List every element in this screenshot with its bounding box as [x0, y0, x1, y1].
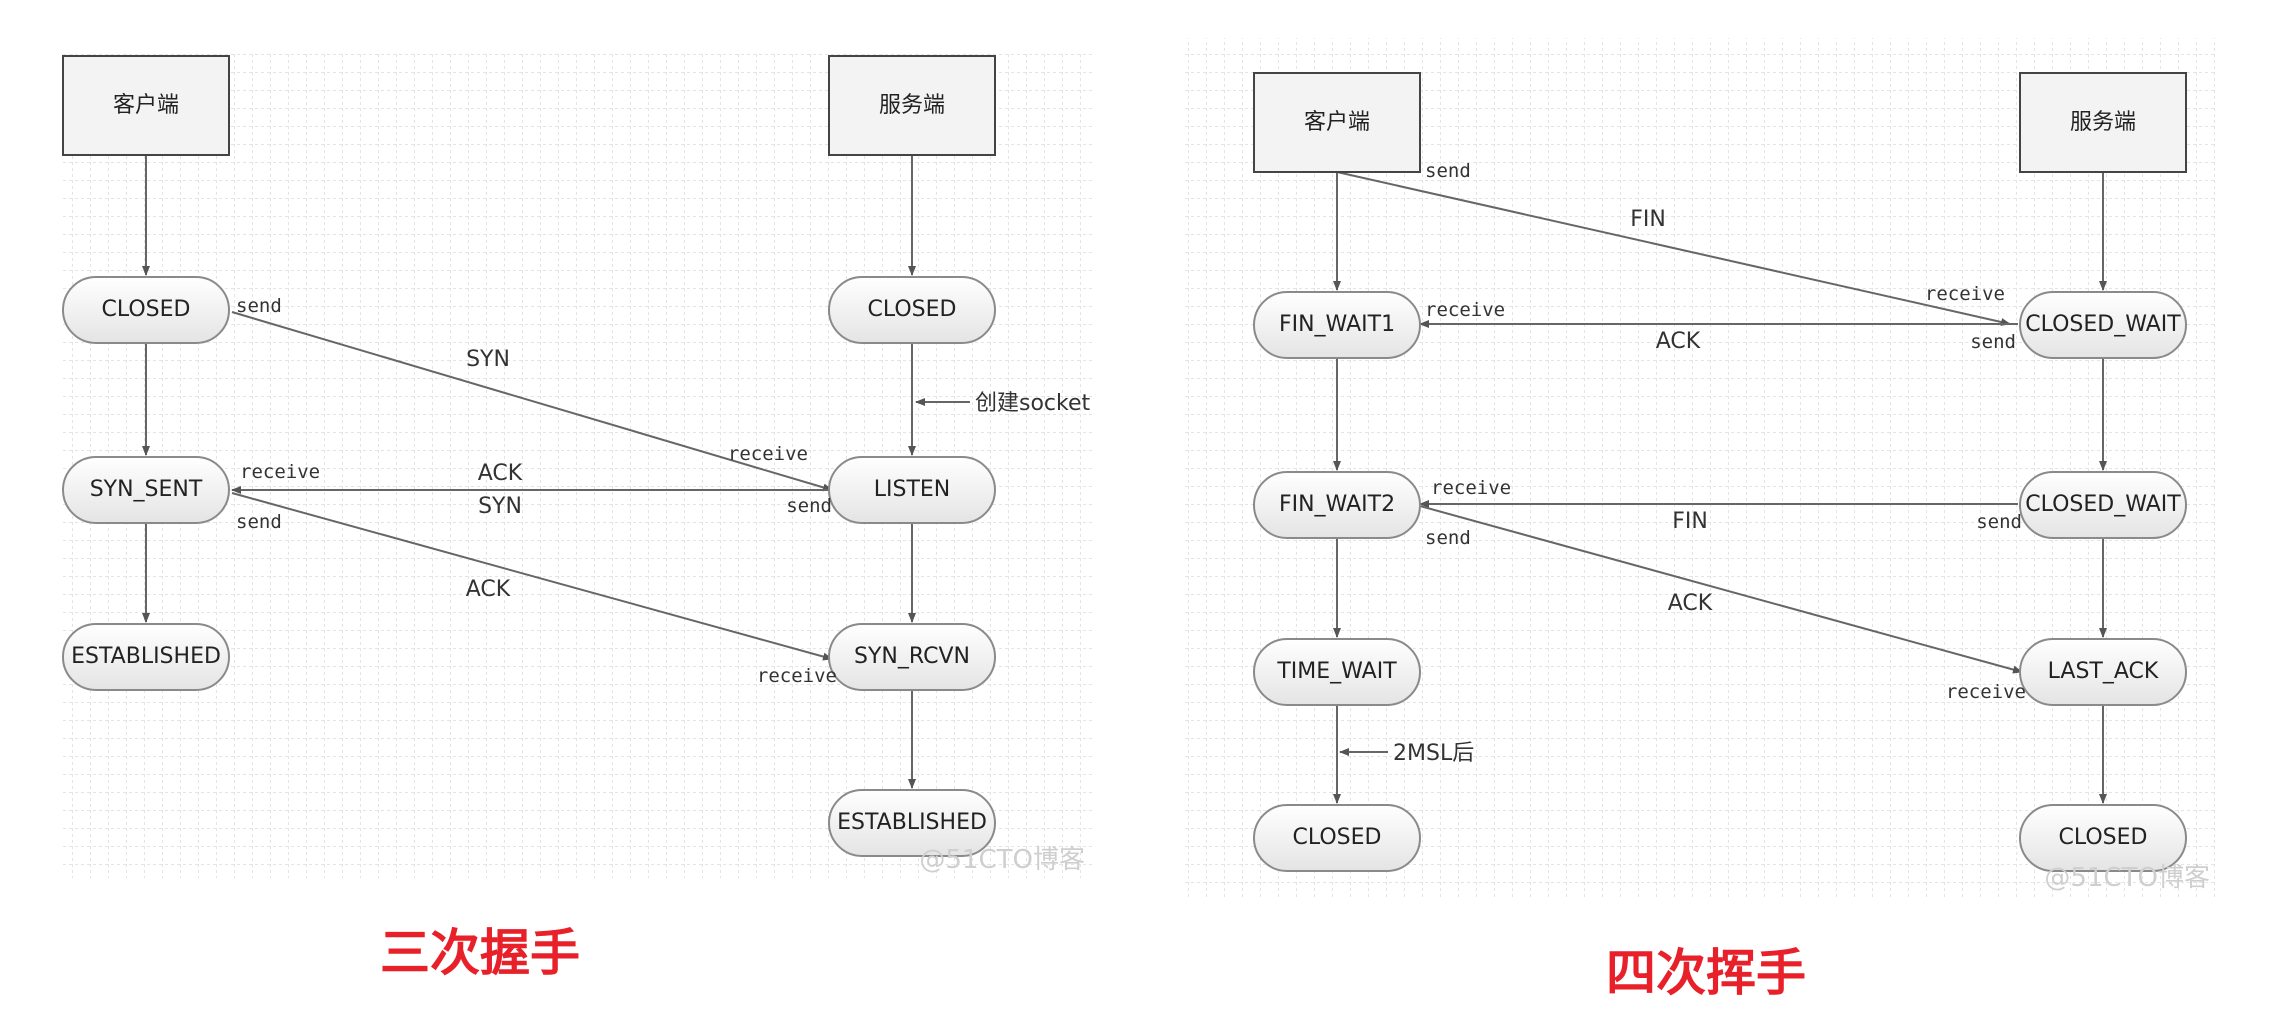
- receive-note: receive: [757, 665, 837, 687]
- state-label: LISTEN: [874, 477, 951, 502]
- state-label: TIME_WAIT: [1276, 659, 1397, 684]
- send-note: send: [236, 511, 282, 533]
- client-header-box: 客户端: [1253, 72, 1421, 173]
- message-label-fin: FIN: [1630, 207, 1666, 232]
- server-state-last-ack: LAST_ACK: [2019, 638, 2187, 706]
- client-title: 客户端: [113, 93, 179, 118]
- receive-note: receive: [240, 461, 320, 483]
- client-state-fin-wait2: FIN_WAIT2: [1253, 471, 1421, 539]
- state-label: FIN_WAIT1: [1279, 312, 1395, 337]
- client-state-fin-wait1: FIN_WAIT1: [1253, 291, 1421, 359]
- message-label-syn: SYN: [478, 494, 522, 519]
- server-header-box: 服务端: [828, 55, 996, 156]
- state-label: LAST_ACK: [2048, 659, 2159, 684]
- server-state-closed: CLOSED: [2019, 804, 2187, 872]
- client-state-closed: CLOSED: [62, 276, 230, 344]
- server-state-closed: CLOSED: [828, 276, 996, 344]
- message-label-ack: ACK: [478, 461, 523, 486]
- state-label: CLOSED: [2059, 825, 2148, 850]
- message-label-fin: FIN: [1672, 509, 1708, 534]
- state-label: CLOSED_WAIT: [2025, 492, 2181, 517]
- message-label-ack: ACK: [1668, 591, 1713, 616]
- receive-note: receive: [1425, 299, 1505, 321]
- client-title: 客户端: [1304, 110, 1370, 135]
- send-note: send: [1425, 160, 1471, 182]
- client-state-closed: CLOSED: [1253, 804, 1421, 872]
- state-label: ESTABLISHED: [71, 644, 221, 669]
- create-socket-note: 创建socket: [975, 391, 1091, 416]
- message-label-syn: SYN: [466, 347, 510, 372]
- 2msl-note: 2MSL后: [1393, 741, 1474, 766]
- state-label: CLOSED: [102, 297, 191, 322]
- caption-four-way-wave: 四次挥手: [1606, 944, 1806, 1002]
- ack-message-arrow: [1419, 505, 2023, 674]
- client-state-syn-sent: SYN_SENT: [62, 456, 230, 524]
- state-label: ESTABLISHED: [837, 810, 987, 835]
- server-title: 服务端: [879, 93, 945, 118]
- server-state-listen: LISTEN: [828, 456, 996, 524]
- send-note: send: [1976, 511, 2022, 533]
- send-note: send: [236, 295, 282, 317]
- state-label: CLOSED: [1293, 825, 1382, 850]
- receive-note: receive: [1946, 681, 2026, 703]
- server-header-box: 服务端: [2019, 72, 2187, 173]
- message-label-ack: ACK: [1656, 329, 1701, 354]
- ack-message-arrow: [231, 492, 833, 661]
- watermark: @51CTO博客: [2044, 863, 2210, 893]
- send-note: send: [786, 495, 832, 517]
- state-label: FIN_WAIT2: [1279, 492, 1395, 517]
- caption-three-way-handshake: 三次握手: [380, 924, 580, 982]
- client-state-established: ESTABLISHED: [62, 623, 230, 691]
- send-note: send: [1970, 331, 2016, 353]
- syn-message-arrow: [231, 311, 833, 492]
- server-title: 服务端: [2070, 110, 2136, 135]
- server-state-closed-wait: CLOSED_WAIT: [2019, 471, 2187, 539]
- grid-background: [1185, 38, 2215, 898]
- server-state-syn-rcvn: SYN_RCVN: [828, 623, 996, 691]
- client-state-time-wait: TIME_WAIT: [1253, 638, 1421, 706]
- panel-three-way-handshake: 客户端 服务端 CLOSED SYN_SENT ESTABLISHED CLOS…: [62, 52, 1092, 982]
- receive-note: receive: [1925, 283, 2005, 305]
- server-state-closed-wait: CLOSED_WAIT: [2019, 291, 2187, 359]
- fin-message-arrow: [1336, 171, 2011, 326]
- send-note: send: [1425, 527, 1471, 549]
- panel-four-way-wave: 客户端 服务端 FIN_WAIT1 FIN_WAIT2 TIME_WAIT CL…: [1185, 38, 2215, 1002]
- message-label-ack: ACK: [466, 577, 511, 602]
- server-state-established: ESTABLISHED: [828, 789, 996, 857]
- state-label: SYN_SENT: [90, 477, 203, 502]
- receive-note: receive: [1431, 477, 1511, 499]
- watermark: @51CTO博客: [919, 845, 1085, 875]
- state-label: CLOSED_WAIT: [2025, 312, 2181, 337]
- client-header-box: 客户端: [62, 55, 230, 156]
- receive-note: receive: [728, 443, 808, 465]
- state-label: CLOSED: [868, 297, 957, 322]
- state-label: SYN_RCVN: [854, 644, 970, 669]
